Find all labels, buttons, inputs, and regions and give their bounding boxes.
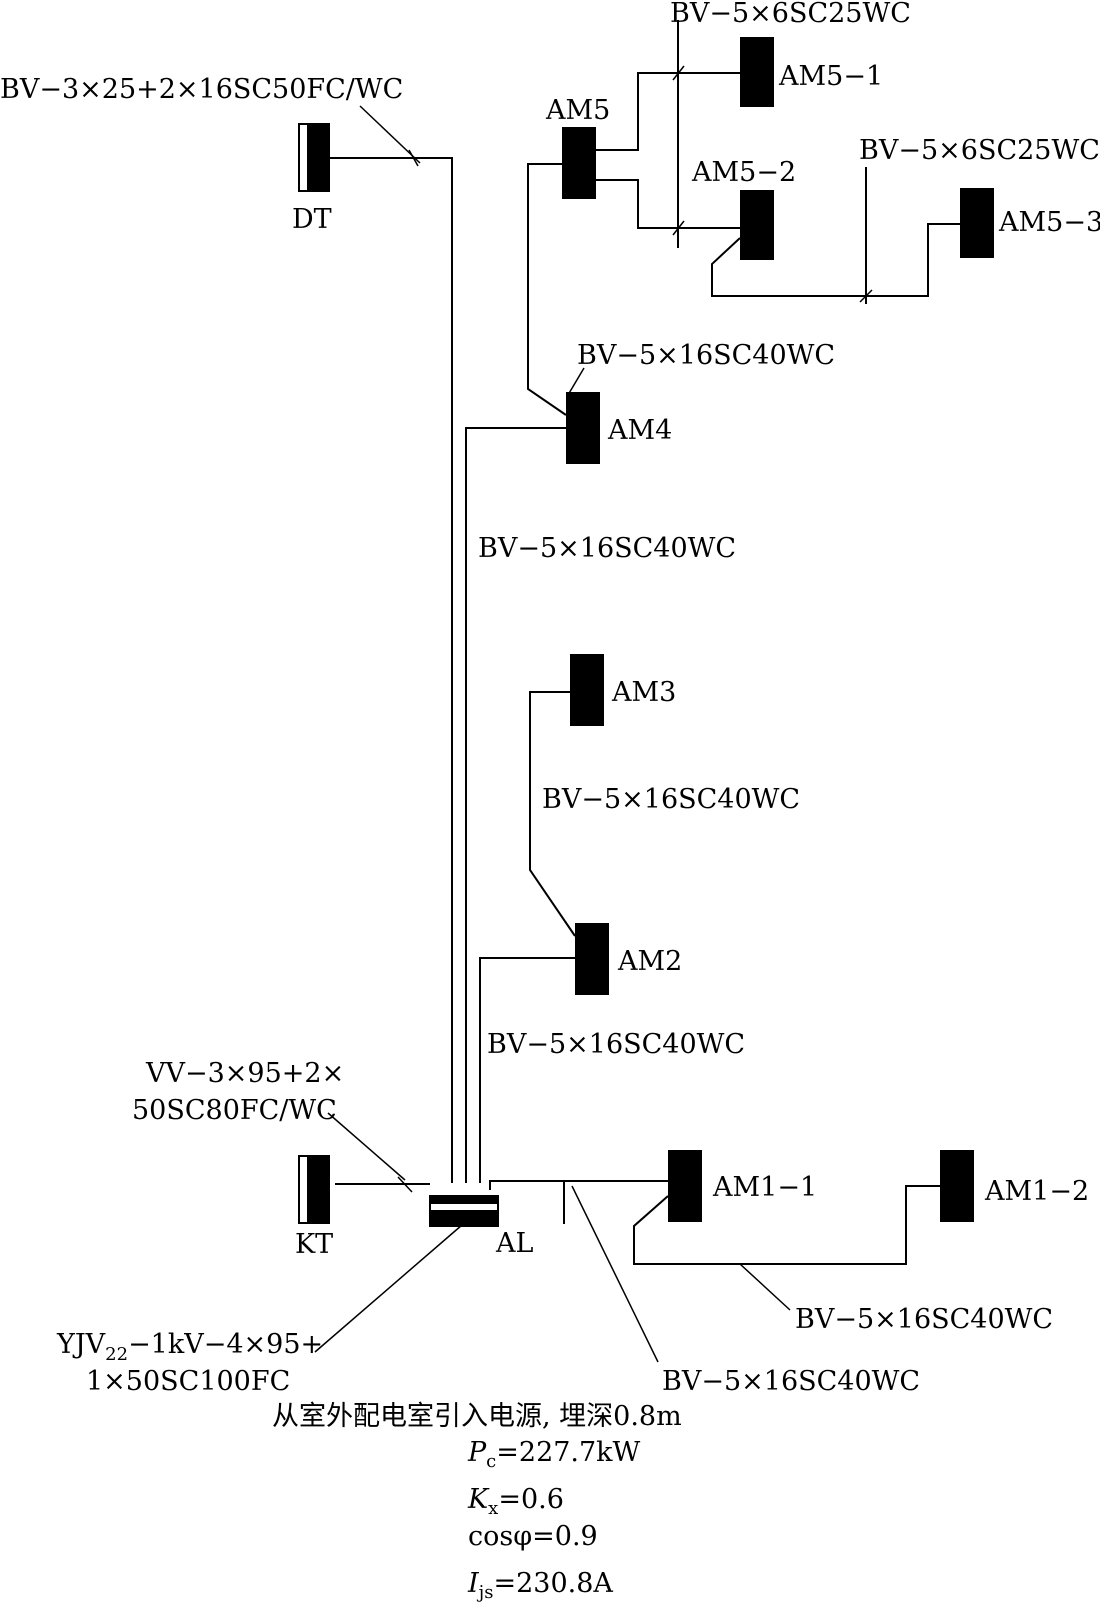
leader-am1-feeder <box>571 1185 659 1363</box>
leaders <box>314 65 873 1363</box>
cable-incoming-rest: −1kV−4×95+ <box>128 1329 323 1360</box>
leader-am1-branch <box>739 1263 791 1311</box>
al-label: AL <box>495 1228 533 1259</box>
am5-label: AM5 <box>545 95 610 126</box>
leader-incoming <box>314 1224 463 1353</box>
cable-am5-top: BV−5×6SC25WC <box>670 0 911 29</box>
load-notes: 从室外配电室引入电源, 埋深0.8m Pc=227.7kW Kx=0.6 cos… <box>272 1401 682 1602</box>
dt-label: DT <box>292 204 332 235</box>
wire-am1-1-am1-2 <box>633 1185 940 1265</box>
kx-subscript: x <box>488 1498 498 1519</box>
cos-formula: cosφ=0.9 <box>468 1521 598 1552</box>
tick-kt-feeder <box>397 1176 413 1193</box>
cable-incoming-type: YJV <box>56 1329 106 1360</box>
tick-am5-2 <box>672 220 685 236</box>
kt-panel-fill <box>307 1156 329 1223</box>
am5-2-label: AM5−2 <box>691 157 796 188</box>
am1-2-box <box>940 1150 974 1222</box>
am5-3-box <box>960 188 994 258</box>
am5-3-label: AM5−3 <box>998 207 1100 238</box>
cable-am2-am3: BV−5×16SC40WC <box>542 784 800 815</box>
am5-1-label: AM5−1 <box>778 61 883 92</box>
am5-box <box>562 127 596 199</box>
cable-am5-right: BV−5×6SC25WC <box>859 135 1100 166</box>
am2-label: AM2 <box>617 946 682 977</box>
cable-am1-branch: BV−5×16SC40WC <box>795 1304 1053 1335</box>
wire-riser-am2 <box>479 957 575 1183</box>
ijs-symbol: I <box>467 1568 480 1599</box>
am3-label: AM3 <box>611 677 676 708</box>
pc-formula: Pc=227.7kW <box>467 1437 641 1472</box>
pc-value: =227.7kW <box>496 1437 640 1468</box>
tick-am5-3 <box>859 289 873 303</box>
am5-1-box <box>740 37 774 107</box>
ijs-subscript: js <box>477 1582 494 1602</box>
wire-am2-am3 <box>529 691 576 937</box>
wire-dt-feeder <box>330 157 453 1183</box>
wire-am5-am5-2 <box>596 179 740 229</box>
equipment <box>298 37 994 1227</box>
source-note: 从室外配电室引入电源, 埋深0.8m <box>272 1401 682 1432</box>
am3-box <box>570 654 604 726</box>
kx-value: =0.6 <box>498 1484 564 1515</box>
leader-dt-feeder <box>359 105 421 164</box>
cable-riser-am4: BV−5×16SC40WC <box>478 533 736 564</box>
cable-kt-feeder-line2: 50SC80FC/WC <box>132 1095 337 1126</box>
wire-riser-am4 <box>465 427 566 1183</box>
leader-am4-am5 <box>567 367 585 396</box>
ijs-formula: Ijs=230.8A <box>467 1568 613 1602</box>
al-panel-frame <box>429 1195 499 1227</box>
kt-label: KT <box>295 1229 333 1260</box>
am1-2-label: AM1−2 <box>984 1176 1089 1207</box>
cable-kt-feeder-line1: VV−3×95+2× <box>145 1058 344 1089</box>
wire-am4-am5 <box>527 163 567 416</box>
cable-incoming-line2: 1×50SC100FC <box>86 1366 290 1397</box>
ijs-value: =230.8A <box>494 1568 614 1599</box>
pc-subscript: c <box>486 1451 496 1472</box>
wire-am5-2-am5-3 <box>711 223 960 297</box>
cable-am4-am5: BV−5×16SC40WC <box>577 340 835 371</box>
leader-kt-feeder <box>327 1112 406 1181</box>
am4-box <box>566 392 600 464</box>
dt-panel-fill <box>307 124 329 191</box>
pc-symbol: P <box>467 1437 487 1468</box>
cable-am1-feeder: BV−5×16SC40WC <box>662 1366 920 1397</box>
am4-label: AM4 <box>607 415 672 446</box>
al-panel-top <box>430 1196 498 1204</box>
wire-al-am1-1 <box>489 1180 670 1190</box>
tick-am5-1 <box>672 65 685 81</box>
am1-1-box <box>668 1150 702 1222</box>
cable-dt-feeder: BV−3×25+2×16SC50FC/WC <box>0 74 403 105</box>
kx-formula: Kx=0.6 <box>467 1484 564 1519</box>
kx-symbol: K <box>467 1484 490 1515</box>
panel-labels: DT KT AL AM5 AM5−1 AM5−2 AM5−3 AM4 AM3 A… <box>292 61 1100 1260</box>
cable-incoming-line1: YJV22−1kV−4×95+ <box>56 1329 323 1365</box>
wiring <box>330 20 960 1265</box>
al-panel-bottom <box>430 1210 498 1226</box>
cable-incoming-sub: 22 <box>105 1344 128 1365</box>
am2-box <box>575 923 609 995</box>
cable-riser-am2: BV−5×16SC40WC <box>487 1029 745 1060</box>
am1-1-label: AM1−1 <box>712 1172 817 1203</box>
cable-labels: BV−3×25+2×16SC50FC/WC BV−5×6SC25WC BV−5×… <box>0 0 1100 1397</box>
wire-am5-am5-1 <box>596 72 740 151</box>
am5-2-box <box>740 190 774 260</box>
tick-dt-feeder <box>408 149 419 167</box>
